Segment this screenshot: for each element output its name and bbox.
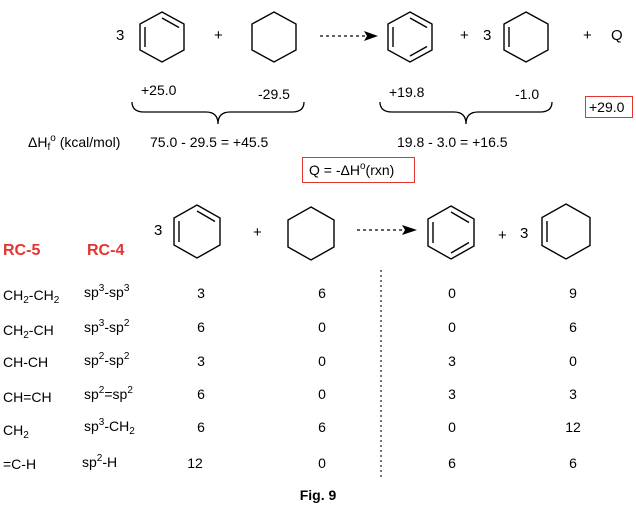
value-cyclohexadiene: 6 <box>197 319 205 335</box>
rc4-label: sp3-sp2 <box>84 318 130 336</box>
rc5-label: CH=CH <box>3 389 52 405</box>
value-benzene: 0 <box>448 319 456 335</box>
value-cyclohexane: 6 <box>318 419 326 435</box>
coefficient-3-cyclohexene: 3 <box>483 27 492 44</box>
value-cyclohexadiene: 6 <box>197 386 205 402</box>
q-heat-symbol: Q <box>611 27 623 44</box>
plus-sign: + <box>460 27 469 44</box>
value-cyclohexane: 6 <box>318 285 326 301</box>
rc5-label: CH-CH <box>3 354 49 370</box>
value-cyclohexane: 0 <box>318 455 326 471</box>
plus-sign: + <box>498 227 507 244</box>
benzene-structure <box>387 11 433 63</box>
value-cyclohexane: 0 <box>318 386 326 402</box>
rc5-header: RC-5 <box>3 242 41 259</box>
rc4-label: sp2=sp2 <box>84 385 133 403</box>
rc4-header: RC-4 <box>87 242 125 259</box>
value-benzene: 0 <box>448 285 456 301</box>
value-cyclohexene: 9 <box>569 285 577 301</box>
brace-reactants <box>131 101 305 125</box>
dhf-cyclohexadiene: +25.0 <box>141 82 177 98</box>
rc5-label: CH2-CH <box>3 322 54 341</box>
product-sum: 19.8 - 3.0 = +16.5 <box>397 134 508 150</box>
dhf-cyclohexane: -29.5 <box>258 86 290 102</box>
rc4-label: sp2-sp2 <box>84 351 130 369</box>
q-equation-box <box>302 157 415 183</box>
value-benzene: 6 <box>448 455 456 471</box>
value-cyclohexane: 0 <box>318 353 326 369</box>
q-equation: Q = -ΔHo(rxn) <box>309 161 395 179</box>
dashed-reaction-arrow <box>320 31 378 41</box>
value-cyclohexadiene: 3 <box>197 353 205 369</box>
value-cyclohexene: 6 <box>569 455 577 471</box>
value-benzene: 3 <box>448 386 456 402</box>
q-value: +29.0 <box>589 99 625 115</box>
rc5-label: CH2-CH2 <box>3 287 60 306</box>
value-cyclohexene: 6 <box>569 319 577 335</box>
value-cyclohexadiene: 12 <box>187 455 203 471</box>
plus-sign: + <box>214 27 223 44</box>
figure-caption: Fig. 9 <box>299 487 337 503</box>
benzene-structure <box>427 205 475 260</box>
coefficient-3-cyclohexadiene: 3 <box>116 27 125 44</box>
reactant-sum: 75.0 - 29.5 = +45.5 <box>150 134 269 150</box>
rc5-label: =C-H <box>3 456 37 472</box>
rc5-label: CH2 <box>3 422 29 441</box>
cyclohexane-structure <box>251 11 297 63</box>
coefficient-3-cyclohexene: 3 <box>520 225 529 242</box>
value-cyclohexane: 0 <box>318 319 326 335</box>
value-cyclohexadiene: 6 <box>197 419 205 435</box>
cyclohexene-structure <box>503 11 549 63</box>
dhf-label: ΔHfo (kcal/mol) <box>28 133 121 153</box>
value-cyclohexene: 12 <box>565 419 581 435</box>
value-benzene: 0 <box>448 419 456 435</box>
cyclohexadiene-structure <box>139 11 185 63</box>
dhf-benzene: +19.8 <box>389 84 425 100</box>
rc4-label: sp2-H <box>82 453 118 471</box>
value-cyclohexadiene: 3 <box>197 285 205 301</box>
cyclohexane-structure <box>287 206 335 261</box>
rc4-label: sp3-CH2 <box>84 417 135 437</box>
value-benzene: 3 <box>448 353 456 369</box>
brace-products <box>379 101 553 125</box>
divider-line <box>380 270 382 480</box>
dashed-reaction-arrow <box>357 225 417 235</box>
value-cyclohexene: 0 <box>569 353 577 369</box>
rc4-label: sp3-sp3 <box>84 283 130 301</box>
plus-sign: + <box>583 27 592 44</box>
cyclohexadiene-structure <box>173 204 221 259</box>
dhf-cyclohexene: -1.0 <box>515 86 540 102</box>
cyclohexene-structure <box>541 203 591 260</box>
plus-sign: + <box>253 224 262 241</box>
coefficient-3-cyclohexadiene: 3 <box>154 222 163 239</box>
value-cyclohexene: 3 <box>569 386 577 402</box>
q-value-box <box>585 96 633 118</box>
